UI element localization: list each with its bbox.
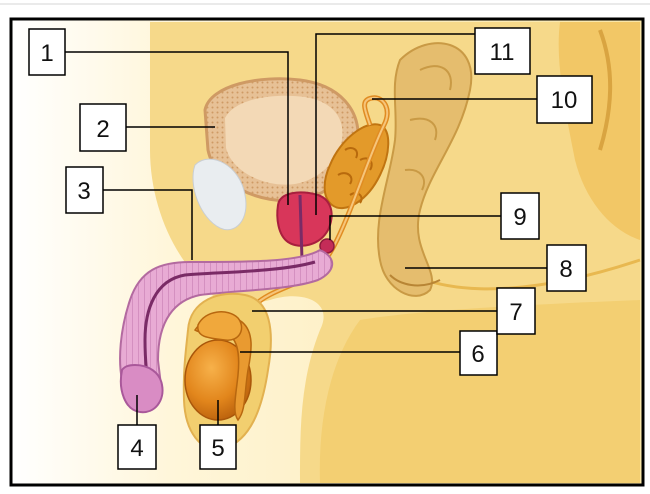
label-10: 10 <box>537 76 592 123</box>
label-11: 11 <box>475 28 530 74</box>
label-8-text: 8 <box>559 256 572 283</box>
label-4-text: 4 <box>130 435 143 462</box>
label-7-text: 7 <box>509 299 522 326</box>
label-11-text: 11 <box>490 39 515 66</box>
label-1-text: 1 <box>40 40 53 67</box>
label-7: 7 <box>497 288 535 334</box>
label-2: 2 <box>80 104 126 151</box>
label-5: 5 <box>200 425 236 469</box>
label-4: 4 <box>118 425 156 469</box>
label-3-text: 3 <box>77 178 90 205</box>
label-6: 6 <box>460 331 497 375</box>
thigh-region <box>320 300 640 483</box>
urethra-upper <box>300 195 302 260</box>
label-6-text: 6 <box>471 341 484 368</box>
label-9: 9 <box>501 193 539 239</box>
label-9-text: 9 <box>513 204 526 231</box>
label-3: 3 <box>66 167 103 213</box>
label-2-text: 2 <box>96 116 109 143</box>
label-5-text: 5 <box>211 435 224 462</box>
epididymis-head <box>198 312 242 340</box>
label-8: 8 <box>547 245 586 291</box>
label-1: 1 <box>29 29 65 75</box>
label-10-text: 10 <box>551 87 578 114</box>
prostate <box>277 192 331 245</box>
glans <box>121 365 163 412</box>
